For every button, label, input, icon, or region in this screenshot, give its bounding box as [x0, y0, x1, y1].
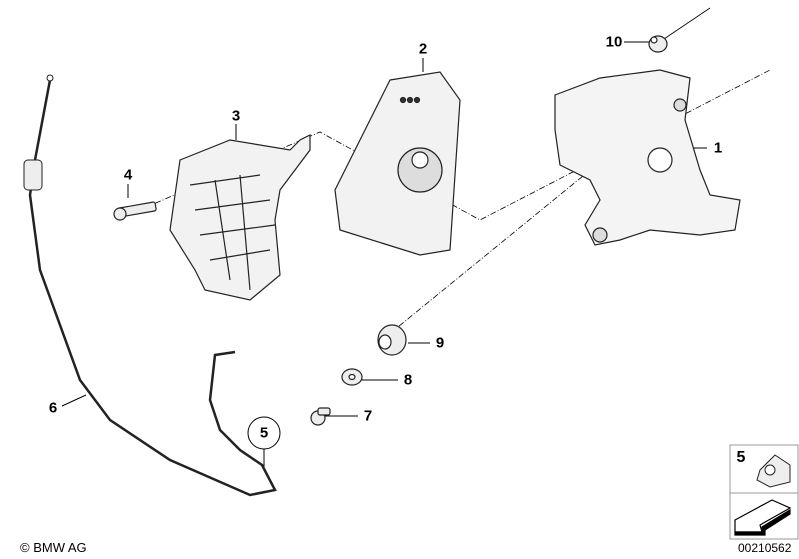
part-6-cable: [23, 74, 277, 497]
part-3-holder: [169, 134, 311, 301]
label-6: 6: [48, 399, 58, 417]
part-7-screw: [310, 407, 331, 426]
label-1: 1: [713, 139, 723, 157]
label-7: 7: [363, 407, 373, 425]
label-5: 5: [259, 424, 269, 442]
inset-label: 5: [736, 449, 746, 466]
part-4-screw: [113, 201, 157, 221]
copyright: © BMW AG: [20, 540, 87, 555]
part-9-grommet: [377, 324, 407, 356]
part-8-washer: [341, 368, 363, 386]
part-5-callout-circle: [247, 416, 281, 450]
arrow-icon: [734, 499, 792, 536]
diagram-code: 00210562: [738, 541, 792, 555]
clip-icon: [756, 454, 791, 488]
part-10-nut: [648, 35, 668, 53]
label-2: 2: [418, 40, 428, 58]
label-8: 8: [403, 371, 413, 389]
label-9: 9: [435, 334, 445, 352]
label-4: 4: [123, 166, 133, 184]
label-3: 3: [231, 107, 241, 125]
part-2-actuator: [334, 71, 461, 256]
label-10: 10: [605, 33, 623, 51]
part-1-bracket: [554, 69, 741, 246]
inset-box: [729, 444, 799, 540]
